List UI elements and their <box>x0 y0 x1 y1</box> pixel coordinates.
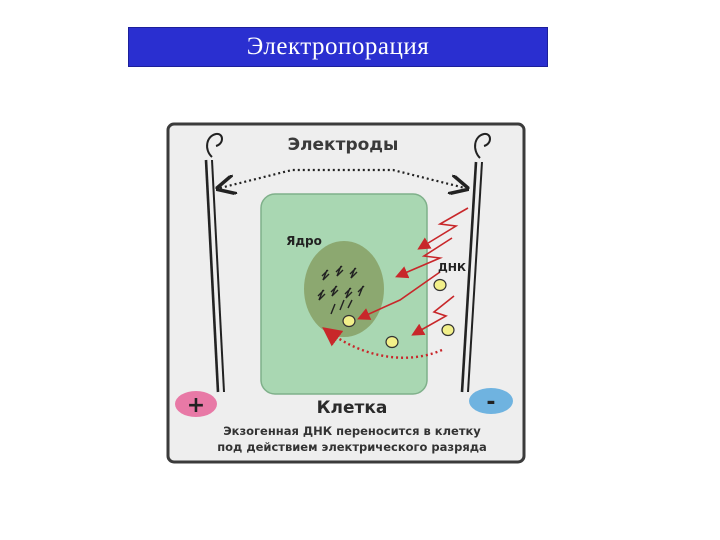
slide-title: Электропорация <box>246 33 430 60</box>
minus-terminal: - <box>469 388 513 415</box>
dna-particle <box>433 278 447 292</box>
dna-particles <box>342 278 455 349</box>
dna-entry-arrows <box>357 207 469 336</box>
caption-line-1: Экзогенная ДНК переносится в клетку <box>223 424 481 438</box>
dna-particle <box>342 314 356 328</box>
dna-dotted-path-arrow <box>322 327 443 359</box>
right-electrode <box>460 132 491 393</box>
dna-label: ДНК <box>438 261 466 274</box>
dna-particle <box>385 335 399 349</box>
nucleus-label: Ядро <box>286 234 322 248</box>
dna-particle <box>441 323 455 337</box>
slide-title-bar: Электропорация <box>128 27 548 67</box>
cell-label: Клетка <box>317 398 388 418</box>
electrodes-label: Электроды <box>288 135 399 155</box>
plus-label: + <box>187 393 205 418</box>
minus-label: - <box>486 390 495 415</box>
chromosomes <box>317 265 365 315</box>
plus-terminal: + <box>175 391 217 418</box>
caption-line-2: под действием электрического разряда <box>217 440 487 454</box>
left-electrode <box>204 132 225 393</box>
